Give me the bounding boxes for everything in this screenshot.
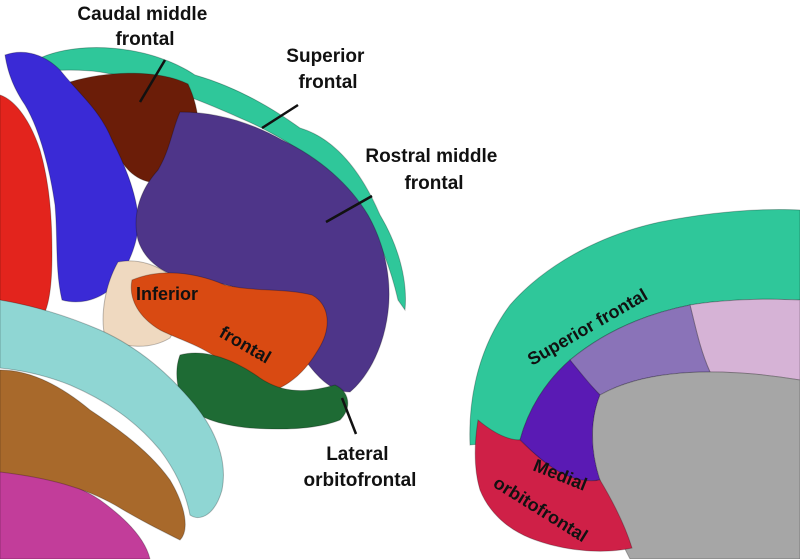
inferior-frontal-region: [130, 272, 328, 393]
medial-interior-region: [592, 371, 800, 559]
middle-temporal-region: [0, 369, 186, 541]
label-superior-frontal-lateral: Superior frontal: [286, 46, 369, 93]
label-rostral-middle-frontal: Rostral middle frontal: [365, 146, 502, 194]
leader-line-caudal: [138, 59, 167, 103]
leader-line-superior: [261, 103, 299, 130]
label-lateral-orbitofrontal: Lateral orbitofrontal: [304, 444, 417, 491]
leader-line-rostral: [325, 194, 373, 224]
lateral-brain-view: [0, 47, 406, 559]
leader-lines: [138, 59, 373, 435]
superior-temporal-region: [0, 299, 224, 519]
medial-orbitofrontal-region: [474, 419, 633, 552]
label-caudal-middle-frontal: Caudal middle frontal: [77, 4, 212, 50]
medial-brain-view: [469, 209, 800, 559]
leader-line-lateral-orbito: [340, 397, 358, 435]
label-inferior-frontal: Inferior: [136, 284, 198, 304]
